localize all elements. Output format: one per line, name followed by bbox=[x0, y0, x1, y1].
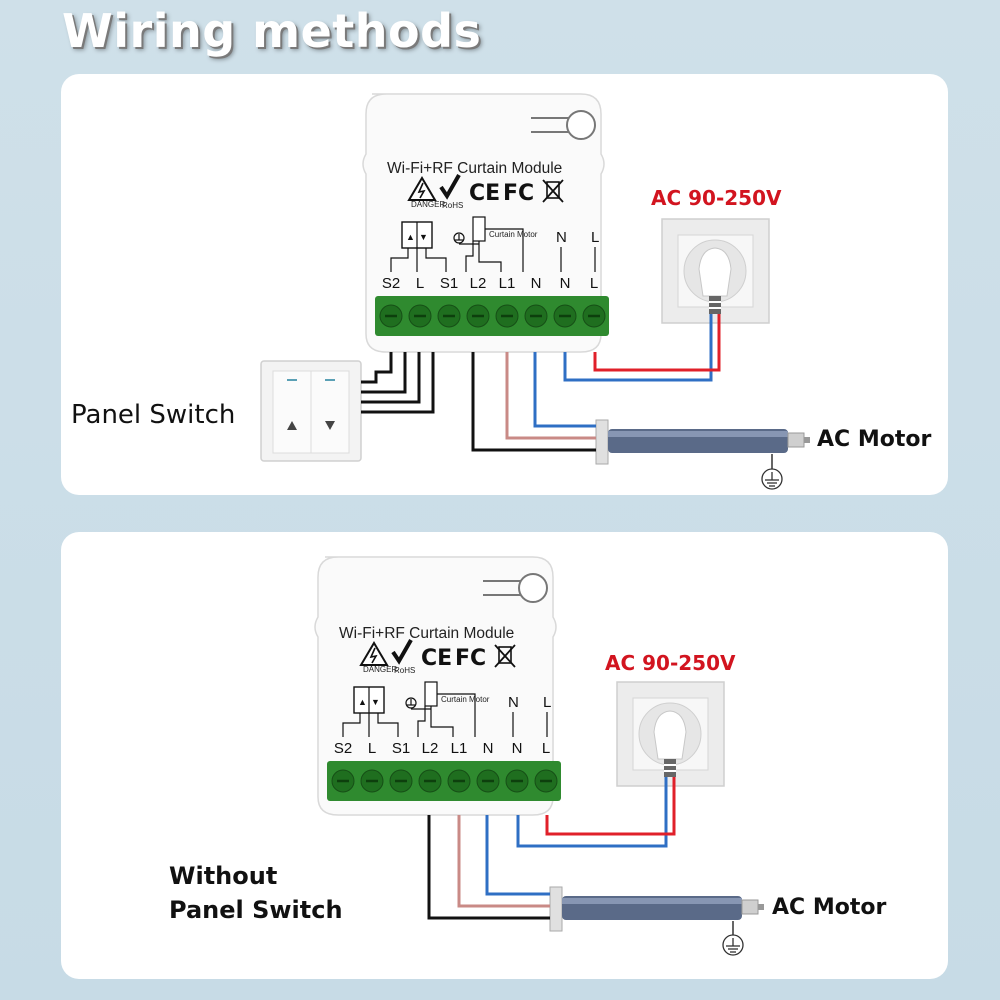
voltage-label: AC 90-250V bbox=[651, 186, 782, 210]
danger-icon: DANGER bbox=[407, 176, 445, 209]
top-l-label: L bbox=[591, 229, 599, 246]
terminal-label-s1: S1 bbox=[440, 275, 458, 292]
svg-text:Curtain Motor: Curtain Motor bbox=[489, 230, 538, 239]
svg-text:▼: ▼ bbox=[371, 697, 380, 707]
ground-symbol-icon bbox=[405, 697, 417, 709]
ac-motor bbox=[595, 419, 810, 490]
terminal-label-n: N bbox=[531, 275, 542, 292]
terminal-labels: S2 L S1 L2 L1 N N L bbox=[334, 740, 550, 757]
top-n-label: N bbox=[556, 229, 567, 246]
terminal-label-l: L bbox=[590, 275, 598, 292]
switch-symbol-icon: ▲ ▼ bbox=[390, 221, 447, 272]
svg-text:RoHS: RoHS bbox=[442, 201, 463, 210]
module-title: Wi-Fi+RF Curtain Module bbox=[387, 160, 562, 177]
terminal-label-l: L bbox=[368, 740, 376, 757]
svg-text:▲: ▲ bbox=[406, 232, 415, 242]
mounting-loop-icon bbox=[483, 573, 548, 603]
terminal-label-l1: L1 bbox=[499, 275, 516, 292]
terminal-label-l1: L1 bbox=[451, 740, 468, 757]
wall-socket bbox=[616, 681, 725, 787]
motor-label: AC Motor bbox=[772, 895, 886, 920]
up-arrow-icon bbox=[287, 421, 297, 430]
wiring-panel-with-switch: Wi-Fi+RF Curtain Module DANGER RoHS CE F… bbox=[61, 74, 948, 495]
terminal-block bbox=[375, 296, 609, 336]
terminal-block bbox=[327, 761, 561, 801]
svg-text:▼: ▼ bbox=[419, 232, 428, 242]
top-l-label: L bbox=[543, 694, 551, 711]
terminal-label-s2: S2 bbox=[382, 275, 400, 292]
top-n-label: N bbox=[508, 694, 519, 711]
terminal-screws bbox=[331, 769, 558, 793]
mounting-loop-icon bbox=[531, 110, 596, 140]
terminal-label-l2: L2 bbox=[422, 740, 439, 757]
terminal-label-s2: S2 bbox=[334, 740, 352, 757]
ce-mark-icon: CE bbox=[421, 646, 452, 671]
ac-motor bbox=[549, 886, 764, 956]
weee-bin-icon bbox=[494, 644, 516, 668]
terminal-labels: S2 L S1 L2 L1 N N L bbox=[382, 275, 598, 292]
voltage-label: AC 90-250V bbox=[605, 651, 736, 675]
motor-ground-icon bbox=[761, 468, 783, 490]
svg-text:RoHS: RoHS bbox=[394, 666, 415, 675]
page-title: Wiring methods bbox=[62, 4, 482, 58]
terminal-label-n: N bbox=[512, 740, 523, 757]
wires bbox=[361, 314, 721, 452]
wall-socket bbox=[661, 218, 770, 324]
terminal-label-l2: L2 bbox=[470, 275, 487, 292]
panel-switch-device bbox=[260, 360, 362, 462]
weee-bin-icon bbox=[542, 179, 564, 203]
rohs-check-icon: RoHS bbox=[439, 174, 463, 210]
motor-label: AC Motor bbox=[817, 427, 931, 452]
terminal-screws bbox=[379, 304, 606, 328]
motor-ground-icon bbox=[722, 934, 744, 956]
svg-text:▲: ▲ bbox=[358, 697, 367, 707]
svg-text:DANGER: DANGER bbox=[363, 665, 397, 674]
fcc-mark-icon: FC bbox=[503, 181, 534, 206]
curtain-module: Wi-Fi+RF Curtain Module DANGER RoHS CE F… bbox=[362, 93, 609, 353]
svg-text:Curtain Motor: Curtain Motor bbox=[441, 695, 490, 704]
wiring-panel-without-switch: Wi-Fi+RF Curtain Module DANGER RoHS CE F… bbox=[61, 532, 948, 979]
curtain-motor-symbol: Curtain Motor bbox=[411, 681, 490, 737]
down-arrow-icon bbox=[325, 421, 335, 430]
rohs-check-icon: RoHS bbox=[391, 639, 415, 675]
wiring-diagram-with-switch: Wi-Fi+RF Curtain Module DANGER RoHS CE F… bbox=[71, 93, 931, 490]
danger-icon: DANGER bbox=[359, 641, 397, 674]
ground-symbol-icon bbox=[453, 232, 465, 244]
fcc-mark-icon: FC bbox=[455, 646, 486, 671]
wires bbox=[427, 777, 676, 920]
terminal-label-s1: S1 bbox=[392, 740, 410, 757]
without-label: Without bbox=[169, 862, 277, 890]
switch-symbol-icon: ▲ ▼ bbox=[342, 686, 399, 737]
terminal-label-n: N bbox=[483, 740, 494, 757]
panel-switch-label: Panel Switch bbox=[71, 400, 235, 430]
terminal-label-l: L bbox=[416, 275, 424, 292]
module-title: Wi-Fi+RF Curtain Module bbox=[339, 625, 514, 642]
terminal-label-n: N bbox=[560, 275, 571, 292]
terminal-label-l: L bbox=[542, 740, 550, 757]
ce-mark-icon: CE bbox=[469, 181, 500, 206]
curtain-module: Wi-Fi+RF Curtain Module DANGER RoHS CE F… bbox=[314, 556, 561, 816]
panel-switch-label: Panel Switch bbox=[169, 896, 343, 924]
svg-text:DANGER: DANGER bbox=[411, 200, 445, 209]
wiring-diagram-without-switch: Wi-Fi+RF Curtain Module DANGER RoHS CE F… bbox=[169, 556, 886, 956]
curtain-motor-symbol: Curtain Motor bbox=[459, 216, 538, 272]
